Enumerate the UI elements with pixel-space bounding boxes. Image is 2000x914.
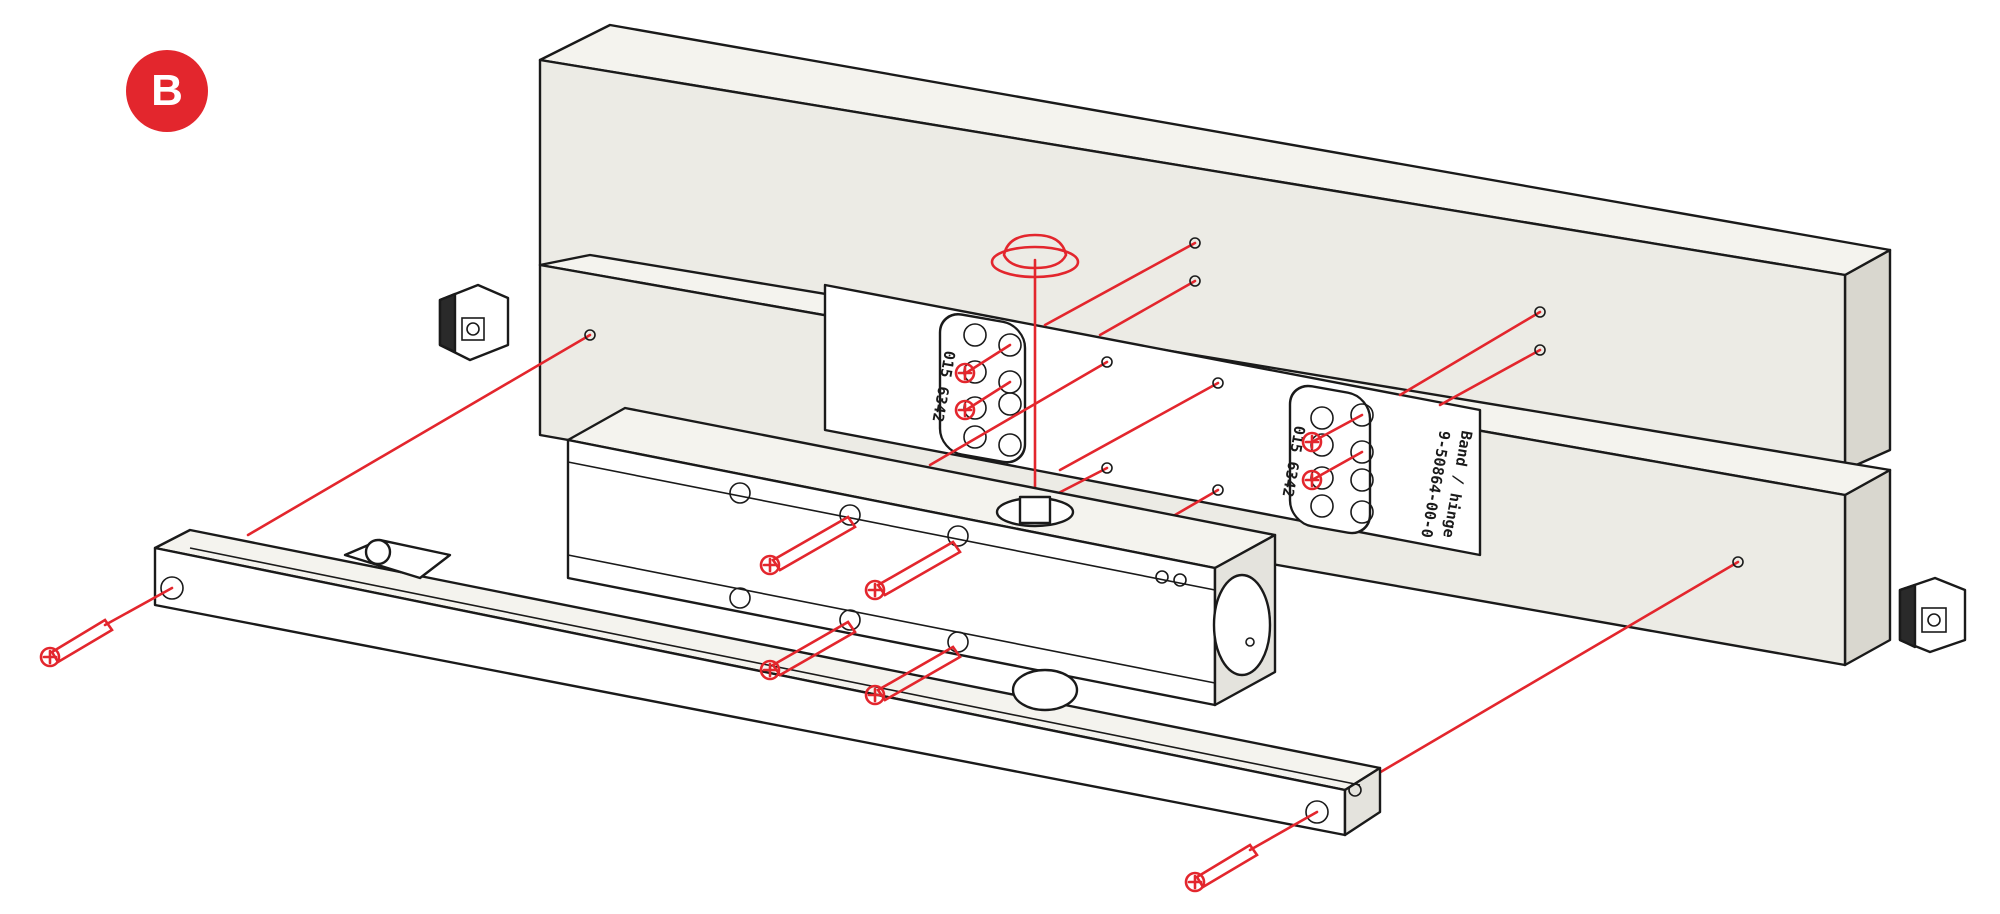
- step-badge: B: [126, 50, 208, 132]
- screw-rail-left: [39, 586, 174, 668]
- end-cap-left: [438, 283, 510, 362]
- screw-plate-right-2: [1301, 450, 1364, 491]
- screw-body-2: [864, 540, 962, 601]
- frame-holes: [584, 237, 1744, 568]
- door-closer-body: [566, 406, 1277, 707]
- slide-rail: [153, 528, 1382, 837]
- mounting-plate-hole-group-right: 015 6342: [1279, 384, 1374, 535]
- mounting-screws: [39, 343, 1364, 893]
- mounting-plate-hole-group-left: 015 6342: [929, 313, 1027, 464]
- screw-plate-left-1: [954, 343, 1012, 384]
- end-cap-right: [1898, 576, 1967, 654]
- step-badge-label: B: [151, 66, 183, 115]
- screw-plate-left-2: [954, 380, 1012, 421]
- alignment-lines: [246, 241, 1740, 792]
- screw-plate-right-1: [1301, 413, 1364, 453]
- screw-rail-right: [1184, 810, 1319, 893]
- screw-body-1: [759, 515, 857, 576]
- screw-body-4: [864, 645, 962, 706]
- spindle-cap: [990, 233, 1080, 279]
- screw-body-3: [759, 620, 857, 681]
